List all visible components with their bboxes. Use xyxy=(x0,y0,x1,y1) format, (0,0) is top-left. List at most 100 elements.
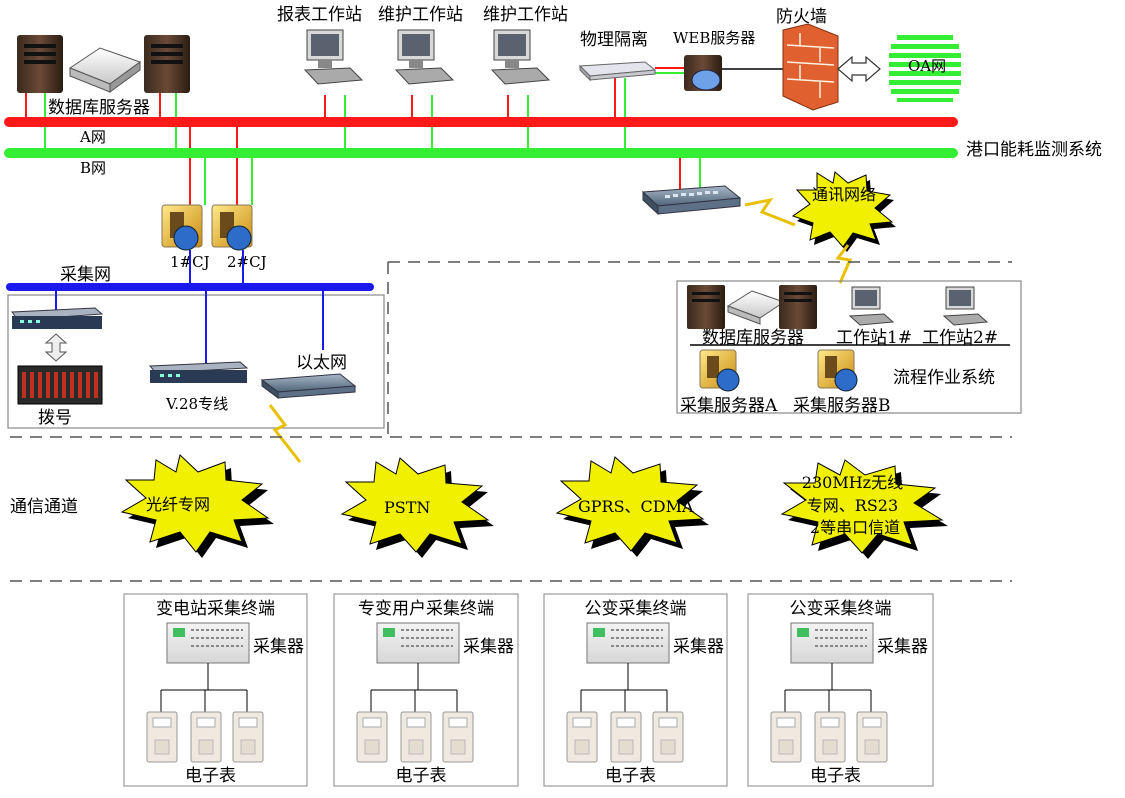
workstation-icon xyxy=(942,286,989,326)
flow-system-label: 流程作业系统 xyxy=(893,368,995,388)
v28-device-icon xyxy=(148,361,249,383)
channel-label: 光纤专网 xyxy=(146,495,210,514)
web-server-label: WEB服务器 xyxy=(673,29,755,47)
cj2-label: 2#CJ xyxy=(227,253,267,271)
maint-ws-label: 维护工作站 xyxy=(378,5,463,25)
acq-net-bus xyxy=(6,283,374,291)
electric-meter-icon xyxy=(814,711,846,763)
acq-net-label: 采集网 xyxy=(60,265,111,285)
flow-box xyxy=(676,280,1022,414)
electric-meter-icon xyxy=(566,711,598,763)
cj-server-icon xyxy=(211,204,253,251)
collector-label: 采集器 xyxy=(463,637,514,657)
modem-device-icon xyxy=(11,307,104,329)
flow-db-server-label: 数据库服务器 xyxy=(702,328,804,348)
channel-burst xyxy=(120,454,274,558)
server-tower-icon xyxy=(144,35,190,93)
server-tower-icon xyxy=(17,35,63,93)
terminal-border xyxy=(543,593,728,787)
channel-burst xyxy=(780,459,948,559)
db-server-label: 数据库服务器 xyxy=(48,98,150,118)
system-name-label: 港口能耗监测系统 xyxy=(966,140,1102,160)
flow-ws2-label: 工作站2# xyxy=(922,328,998,348)
terminal-title: 公变采集终端 xyxy=(585,599,687,619)
channel-burst xyxy=(555,456,709,557)
workstation-icon xyxy=(394,29,455,85)
flow-ws1-label: 工作站1# xyxy=(836,328,912,348)
electric-meter-icon xyxy=(652,711,684,763)
collector-device-icon xyxy=(790,622,874,664)
workstation-icon xyxy=(303,29,364,85)
lightning-link xyxy=(268,404,302,463)
collector-device-icon xyxy=(586,622,670,664)
firewall-label: 防火墙 xyxy=(776,7,827,27)
terminal-title: 变电站采集终端 xyxy=(156,599,275,619)
dialup-label: 拨号 xyxy=(38,408,72,428)
storage-box-icon xyxy=(68,47,142,93)
vertical-double-arrow-icon xyxy=(44,333,68,362)
channel-burst xyxy=(340,457,494,558)
server-tower-icon xyxy=(687,285,725,329)
channel-label: GPRS、CDMA xyxy=(578,497,694,516)
workstation-icon xyxy=(490,29,551,85)
terminal-title: 专变用户采集终端 xyxy=(358,599,494,619)
oa-net-label: OA网 xyxy=(908,57,946,75)
terminal-border xyxy=(333,593,519,787)
comm-net-label: 通讯网络 xyxy=(812,185,876,204)
ethernet-switch-icon xyxy=(260,373,357,399)
electric-meter-icon xyxy=(610,711,642,763)
electric-meter-icon xyxy=(856,711,888,763)
comm-network-burst xyxy=(791,171,896,252)
flow-system: 数据库服务器 工作站1# 工作站2# 采集服务器A 采集服务器B 流程作业系统 xyxy=(676,280,1022,416)
meter-label: 电子表 xyxy=(185,766,236,786)
collector-device-icon xyxy=(376,622,460,664)
channel-label: 230MHz无线 专网、RS23 2等串口信道 xyxy=(802,473,908,537)
electric-meter-icon xyxy=(356,711,388,763)
dashed-separators xyxy=(10,261,1012,582)
v28-label: V.28专线 xyxy=(165,395,228,413)
net-b-label: B网 xyxy=(80,159,106,177)
top-network: A网 B网 港口能耗监测系统 数据库服务器 报表工作站 xyxy=(4,5,1102,205)
channel-section-label: 通信通道 xyxy=(10,497,78,517)
acq-server-icon xyxy=(817,349,858,392)
maint-ws-label: 维护工作站 xyxy=(483,5,568,25)
lightning-link xyxy=(744,197,796,227)
firewall-icon xyxy=(782,23,839,111)
collector-label: 采集器 xyxy=(673,637,724,657)
phys-isolation-label: 物理隔离 xyxy=(580,30,648,50)
drop-lines xyxy=(25,67,701,205)
net-b-bus xyxy=(4,148,958,158)
electric-meter-icon xyxy=(232,711,264,763)
meter-label: 电子表 xyxy=(396,766,447,786)
ethernet-label: 以太网 xyxy=(296,353,347,373)
flow-acq-a-label: 采集服务器A xyxy=(680,396,778,416)
collector-label: 采集器 xyxy=(253,637,304,657)
collector-device-icon xyxy=(166,622,250,664)
web-server-icon xyxy=(684,55,722,91)
network-switch-icon xyxy=(641,185,742,216)
terminal-border xyxy=(123,593,308,787)
channel-label: PSTN xyxy=(384,498,430,517)
acq-server-icon xyxy=(699,349,740,392)
collector-label: 采集器 xyxy=(877,637,928,657)
electric-meter-icon xyxy=(190,711,222,763)
net-a-bus xyxy=(4,117,958,127)
server-tower-icon xyxy=(779,285,817,329)
cj-server-icon xyxy=(161,204,203,251)
double-arrow-icon xyxy=(837,55,881,83)
electric-meter-icon xyxy=(770,711,802,763)
acq-box xyxy=(7,294,385,429)
storage-box-icon xyxy=(726,290,786,325)
electric-meter-icon xyxy=(442,711,474,763)
terminal-border xyxy=(747,593,934,787)
isolation-device-icon xyxy=(578,61,657,82)
lightning-link xyxy=(835,244,853,284)
workstation-icon xyxy=(848,286,895,326)
dialup-rack-icon xyxy=(17,365,103,405)
report-ws-label: 报表工作站 xyxy=(277,5,362,25)
